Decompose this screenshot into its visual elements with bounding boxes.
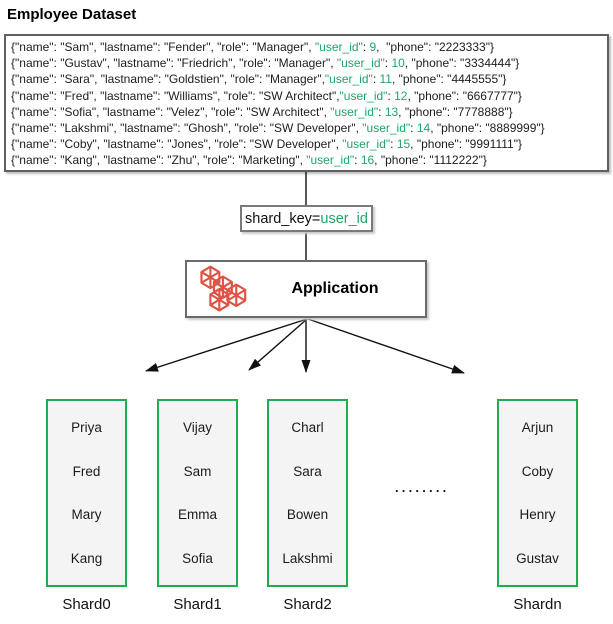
record-text: , "phone": "6667777"} <box>407 88 522 103</box>
shard-entry: Henry <box>519 507 556 523</box>
record-text: {"name": "Sofia", "lastname": "Velez", "… <box>11 104 331 119</box>
shard-entry: Arjun <box>521 420 554 436</box>
shard-key-highlight: 14 <box>416 121 431 136</box>
shard-entry: Priya <box>71 420 102 436</box>
shard-key-highlight: 10 <box>391 56 405 71</box>
shard-entry: Charl <box>291 420 324 436</box>
record-text: : <box>372 72 380 87</box>
record-text: {"name": "Fred", "lastname": "Williams",… <box>11 88 340 103</box>
application-cubes-icon <box>200 265 247 312</box>
record-text: {"name": "Sara", "lastname": "Goldstien"… <box>11 72 325 87</box>
page-title: Employee Dataset <box>7 6 137 23</box>
shard-entry: Bowen <box>286 507 329 523</box>
record-text: , "phone": "4445555"} <box>391 72 507 87</box>
record-text: : <box>384 56 392 71</box>
record-text: : <box>410 121 417 136</box>
shard-entry: Vijay <box>182 420 213 436</box>
record-text: : <box>387 88 395 103</box>
dataset-record: {"name": "Lakshmi", "lastname": "Ghosh",… <box>11 120 602 136</box>
shard-entry: Gustav <box>516 550 559 566</box>
shard-entry: Fred <box>72 463 101 479</box>
shard-key-highlight: 13 <box>384 104 399 119</box>
shard-entry: Kang <box>70 550 103 566</box>
arrow-to-shard1 <box>248 318 308 371</box>
shard-entry: Mary <box>71 507 102 523</box>
shard-label-shardn: Shardn <box>513 596 562 613</box>
shard-key-highlight: 12 <box>394 88 408 103</box>
dataset-record: {"name": "Fred", "lastname": "Williams",… <box>11 88 602 104</box>
record-text: , "phone": "9991111"} <box>410 137 522 152</box>
record-text: : <box>390 137 397 152</box>
dataset-record: {"name": "Sofia", "lastname": "Velez", "… <box>11 104 602 120</box>
shard-key-highlight: "user_id" <box>330 104 379 119</box>
shard-entry: Sofia <box>182 550 213 566</box>
record-text: {"name": "Kang", "lastname": "Zhu", "rol… <box>11 153 307 168</box>
record-text: , "phone": "2223333"} <box>376 40 494 54</box>
dataset-record: {"name": "Gustav", "lastname": "Friedric… <box>11 55 602 71</box>
shard-key-prefix: shard_key= <box>245 210 321 227</box>
shard-key-highlight: 11 <box>379 72 392 87</box>
dataset-record: {"name": "Coby", "lastname": "Jones", "r… <box>11 136 602 152</box>
shard-key-highlight: "user_id" <box>324 72 373 87</box>
record-text: {"name": "Coby", "lastname": "Jones", "r… <box>11 137 343 152</box>
arrow-to-shard0 <box>145 318 308 372</box>
shard-entry: Lakshmi <box>282 550 333 566</box>
record-text: {"name": "Lakshmi", "lastname": "Ghosh",… <box>11 121 363 136</box>
shard-entry: Emma <box>177 507 217 523</box>
shard-key-highlight: "user_id" <box>306 153 355 168</box>
dataset-record: {"name": "Kang", "lastname": "Zhu", "rol… <box>11 152 602 168</box>
shard-label-shard2: Shard2 <box>283 596 332 613</box>
shard-key-highlight: "user_id" <box>342 137 391 152</box>
record-text: , "phone": "7778888"} <box>398 104 513 119</box>
record-text: , "phone": "1112222"} <box>374 153 487 168</box>
shard-key-highlight: "user_id" <box>362 121 411 136</box>
shard-key-highlight: 9 <box>369 40 377 54</box>
application-label: Application <box>291 280 379 297</box>
shard-key-highlight: 15 <box>396 137 411 152</box>
shard-key-highlight: "user_id" <box>339 88 388 103</box>
record-text: : <box>362 40 370 54</box>
shard-key-highlight: "user_id" <box>314 40 363 54</box>
shard-key-box: shard_key=user_id <box>240 205 373 232</box>
record-text: {"name": "Gustav", "lastname": "Friedric… <box>11 56 337 71</box>
employee-dataset-box: {"name": "Sam", "lastname": "Fender", "r… <box>4 34 609 172</box>
shard-label-shard1: Shard1 <box>173 596 222 613</box>
application-box: Application <box>185 260 427 318</box>
record-text: , "phone": "8889999"} <box>430 121 545 136</box>
arrow-to-shardn <box>307 318 465 374</box>
record-text: : <box>378 104 385 119</box>
record-text: {"name": "Sam", "lastname": "Fender", "r… <box>11 40 315 54</box>
shard-entry: Sam <box>183 463 212 479</box>
shard-label-shard0: Shard0 <box>62 596 111 613</box>
shard-key-highlight: 16 <box>360 153 375 168</box>
shard-entry: Coby <box>521 463 554 479</box>
shard-key-value: user_id <box>320 210 368 227</box>
record-text: , "phone": "3334444"} <box>404 56 520 71</box>
dataset-record: {"name": "Sara", "lastname": "Goldstien"… <box>11 71 602 87</box>
record-text: : <box>354 153 361 168</box>
ellipsis-dots: ........ <box>395 480 450 495</box>
dataset-record: {"name": "Sam", "lastname": "Fender", "r… <box>11 39 602 55</box>
shard-entry: Sara <box>293 463 322 479</box>
shard-key-highlight: "user_id" <box>336 56 385 71</box>
